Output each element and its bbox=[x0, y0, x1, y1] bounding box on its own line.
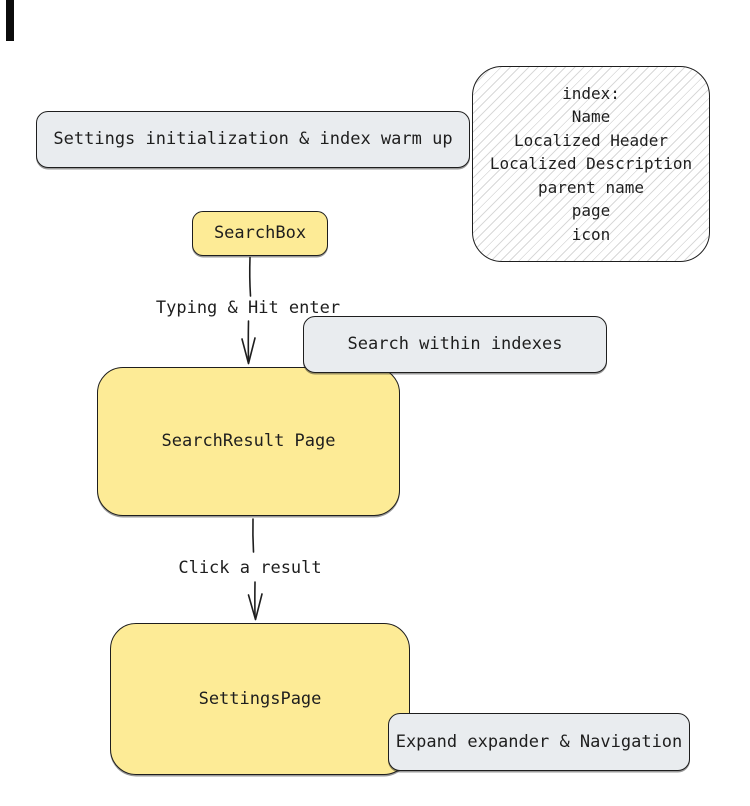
node-index-fields: index: Name Localized Header Localized D… bbox=[472, 66, 710, 262]
node-settings-page: SettingsPage bbox=[110, 623, 410, 775]
index-field-line: icon bbox=[571, 224, 611, 244]
node-label: Expand expander & Navigation bbox=[395, 731, 683, 752]
node-label: Search within indexes bbox=[347, 334, 563, 355]
node-label: Settings initialization & index warm up bbox=[53, 129, 453, 150]
index-field-line: parent name bbox=[538, 177, 644, 197]
index-field-line: Localized Header bbox=[513, 130, 669, 150]
arrowhead-to-settingspage bbox=[247, 593, 263, 621]
node-label: SettingsPage bbox=[198, 688, 322, 709]
node-search-box: SearchBox bbox=[192, 211, 328, 256]
index-field-line: page bbox=[571, 201, 611, 221]
arrowhead-to-searchresult bbox=[241, 337, 256, 365]
connector-searchbox-segment bbox=[248, 256, 252, 297]
node-search-within: Search within indexes bbox=[303, 316, 607, 373]
index-field-line: Name bbox=[571, 107, 611, 127]
node-expand-navigation: Expand expander & Navigation bbox=[388, 713, 690, 771]
node-settings-init: Settings initialization & index warm up bbox=[36, 111, 470, 168]
node-label: SearchResult Page bbox=[161, 431, 336, 452]
edge-label-click-result: Click a result bbox=[160, 558, 340, 578]
connector-result-segment bbox=[252, 518, 255, 553]
node-label: SearchBox bbox=[213, 223, 307, 244]
edge-label-typing: Typing & Hit enter bbox=[152, 298, 344, 318]
index-field-line: Localized Description bbox=[489, 154, 693, 174]
index-field-line: index: bbox=[562, 83, 620, 103]
node-search-result-page: SearchResult Page bbox=[97, 367, 400, 516]
screen-edge-artifact bbox=[6, 0, 14, 41]
